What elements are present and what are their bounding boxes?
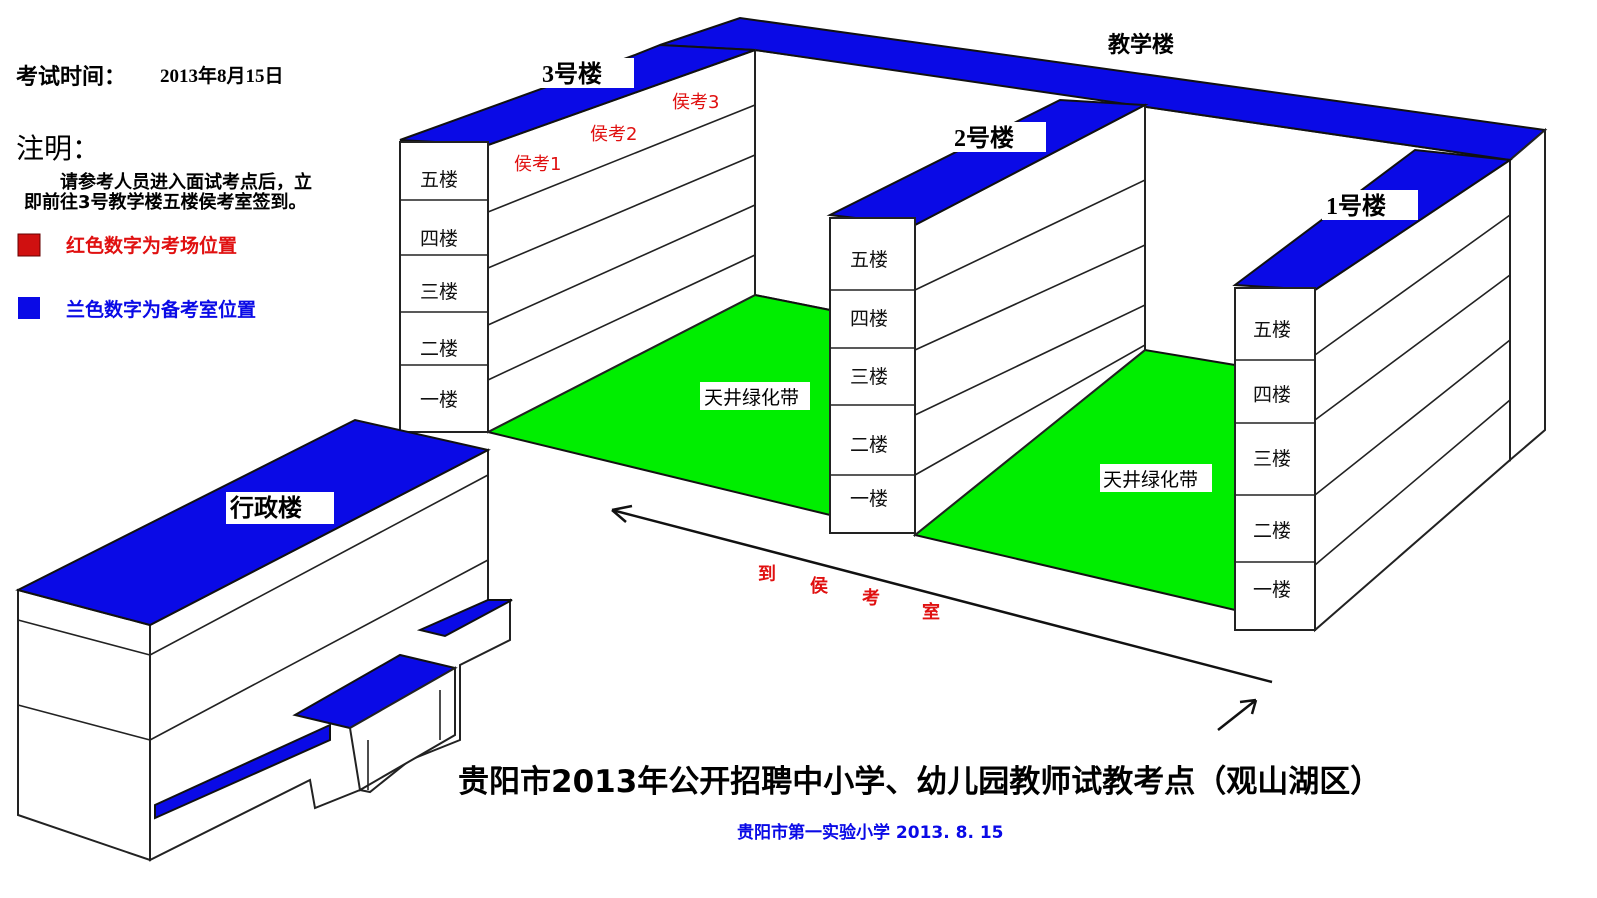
map-title: 贵阳市2013年公开招聘中小学、幼儿园教师试教考点（观山湖区） <box>458 764 1381 800</box>
waiting-room-3: 侯考3 <box>672 92 719 113</box>
legend-blue-swatch <box>18 297 40 319</box>
route-arrow: 到 侯 考 室 <box>611 504 1273 731</box>
legend-red-label: 红色数字为考场位置 <box>66 234 237 257</box>
note-line-2: 即前往3号教学楼五楼侯考室签到。 <box>24 191 307 213</box>
admin-label-bg <box>226 492 334 524</box>
b2-floor-2: 二楼 <box>850 434 888 456</box>
admin-building: 行政楼 <box>15 418 513 862</box>
waiting-room-1: 侯考1 <box>514 154 561 175</box>
legend-blue-label: 兰色数字为备考室位置 <box>66 298 256 321</box>
b2-floor-1: 一楼 <box>850 488 888 510</box>
b3-floor-3: 三楼 <box>420 281 458 303</box>
waiting-room-2: 侯考2 <box>590 124 637 145</box>
route-char-4: 室 <box>922 601 940 623</box>
building-2-label: 2号楼 <box>954 125 1014 152</box>
note-title: 注明： <box>16 132 100 165</box>
b1-floor-4: 四楼 <box>1253 384 1291 406</box>
note-line-1: 请参考人员进入面试考点后，立 <box>60 171 312 193</box>
courtyard-1-label-bg <box>700 382 810 410</box>
building-3: 五楼 四楼 三楼 二楼 一楼 3号楼 侯考1 侯考2 侯考3 <box>399 43 756 434</box>
route-char-3: 考 <box>862 587 880 609</box>
exam-time-label: 考试时间： <box>16 65 126 90</box>
b3-floor-4: 四楼 <box>420 228 458 250</box>
b3-floor-1: 一楼 <box>420 389 458 411</box>
b1-label-bg <box>1322 190 1418 220</box>
b1-floor-3: 三楼 <box>1253 448 1291 470</box>
b3-floor-2: 二楼 <box>420 338 458 360</box>
b2-floor-5: 五楼 <box>850 249 888 271</box>
teaching-building-label: 教学楼 <box>1108 32 1174 58</box>
b1-floor-2: 二楼 <box>1253 520 1291 542</box>
courtyard-2-label-bg <box>1100 464 1212 492</box>
building-1: 五楼 四楼 三楼 二楼 一楼 1号楼 <box>1232 148 1513 633</box>
b1-floor-5: 五楼 <box>1253 319 1291 341</box>
b2-floor-3: 三楼 <box>850 366 888 388</box>
courtyard-2-label: 天井绿化带 <box>1103 469 1198 491</box>
admin-building-label: 行政楼 <box>229 494 302 522</box>
building-1-label: 1号楼 <box>1326 193 1386 220</box>
route-char-1: 到 <box>758 564 776 585</box>
courtyard-1-label: 天井绿化带 <box>704 387 799 409</box>
b1-floor-1: 一楼 <box>1253 579 1291 601</box>
map-subtitle: 贵阳市第一实验小学 2013. 8. 15 <box>737 822 1003 843</box>
b2-floor-4: 四楼 <box>850 308 888 330</box>
legend-red-swatch <box>17 233 41 257</box>
building-3-label: 3号楼 <box>542 61 602 88</box>
route-char-2: 侯 <box>810 575 829 597</box>
exam-time-value: 2013年8月15日 <box>160 64 284 87</box>
b2-label-bg <box>950 122 1046 152</box>
b3-floor-5: 五楼 <box>420 169 458 191</box>
b3-label-bg <box>538 58 634 88</box>
building-2: 五楼 四楼 三楼 二楼 一楼 2号楼 <box>826 98 1149 538</box>
